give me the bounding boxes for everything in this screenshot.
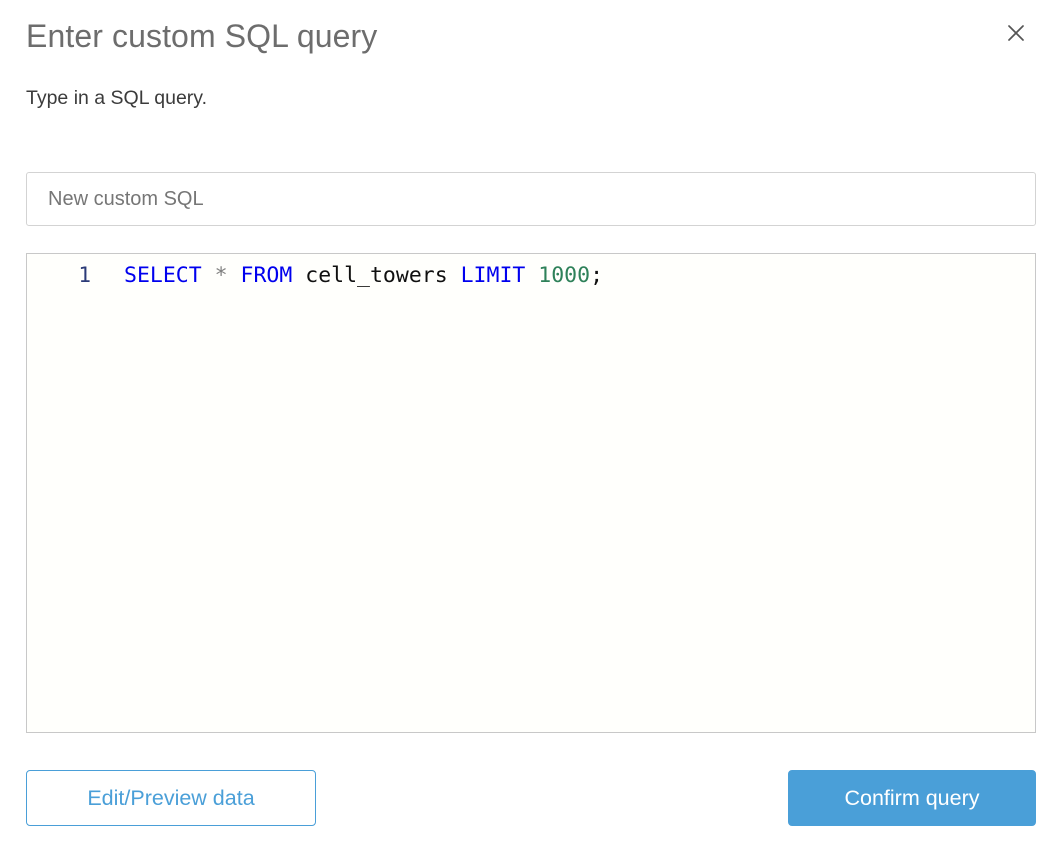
sql-token-star: * [214, 263, 228, 288]
page-title: Enter custom SQL query [26, 18, 378, 54]
sql-token-from: FROM [240, 263, 293, 288]
edit-preview-data-button[interactable]: Edit/Preview data [26, 770, 316, 826]
sql-space [525, 263, 538, 288]
dialog-subtitle: Type in a SQL query. [26, 87, 208, 109]
sql-code-line: SELECT * FROM cell_towers LIMIT 1000; [91, 263, 604, 288]
sql-editor[interactable]: 1 SELECT * FROM cell_towers LIMIT 1000; [26, 253, 1036, 733]
editor-line: 1 SELECT * FROM cell_towers LIMIT 1000; [27, 254, 1035, 290]
line-number: 1 [78, 263, 91, 287]
close-button[interactable] [1001, 18, 1030, 47]
sql-token-limit: LIMIT [460, 263, 526, 288]
sql-token-table: cell_towers [305, 263, 448, 288]
sql-space [292, 263, 305, 288]
confirm-query-button[interactable]: Confirm query [788, 770, 1036, 826]
sql-token-select: SELECT [124, 263, 202, 288]
sql-space [228, 263, 241, 288]
sql-token-number: 1000 [538, 263, 591, 288]
sql-space [202, 263, 215, 288]
sql-space [448, 263, 461, 288]
close-icon [1007, 24, 1025, 42]
query-name-input[interactable] [26, 172, 1036, 226]
sql-token-semicolon: ; [590, 263, 604, 288]
